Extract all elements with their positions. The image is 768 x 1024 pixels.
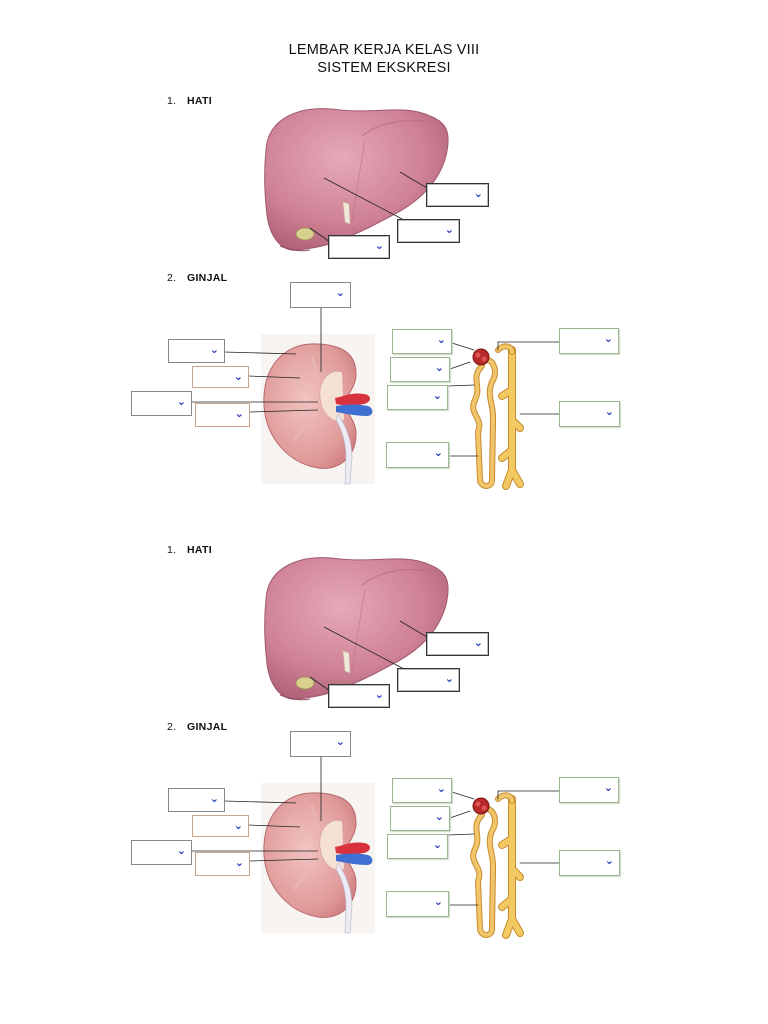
chevron-down-icon: ⌄ bbox=[209, 793, 219, 805]
chevron-down-icon: ⌄ bbox=[444, 224, 454, 236]
kidney-heading-number: 2. bbox=[167, 721, 177, 733]
worksheet-subtitle: SISTEM EKSKRESI bbox=[317, 60, 451, 76]
kidney-heading-label: GINJAL bbox=[187, 272, 228, 284]
nephron-label-dropdown-4[interactable]: ⌄ bbox=[386, 891, 449, 917]
chevron-down-icon: ⌄ bbox=[433, 447, 443, 459]
kidney-heading-label: GINJAL bbox=[187, 721, 228, 733]
chevron-down-icon: ⌄ bbox=[434, 362, 444, 374]
nephron-illustration bbox=[447, 790, 561, 939]
chevron-down-icon: ⌄ bbox=[233, 820, 243, 832]
nephron-label-dropdown-6[interactable]: ⌄ bbox=[559, 850, 620, 876]
liver-label-dropdown-3[interactable]: ⌄ bbox=[328, 684, 390, 708]
nephron-label-dropdown-5[interactable]: ⌄ bbox=[559, 777, 619, 803]
chevron-down-icon: ⌄ bbox=[436, 783, 446, 795]
chevron-down-icon: ⌄ bbox=[473, 188, 483, 200]
nephron-label-dropdown-3[interactable]: ⌄ bbox=[387, 834, 448, 859]
liver-heading-label: HATI bbox=[187, 95, 212, 107]
liver-heading-number: 1. bbox=[167, 95, 177, 107]
organ-illustrations bbox=[192, 557, 561, 939]
nephron-label-dropdown-6[interactable]: ⌄ bbox=[559, 401, 620, 427]
kidney-illustration bbox=[192, 755, 375, 934]
kidney-label-dropdown-2[interactable]: ⌄ bbox=[168, 339, 225, 363]
liver-label-dropdown-2[interactable]: ⌄ bbox=[397, 219, 460, 243]
nephron-label-dropdown-1[interactable]: ⌄ bbox=[392, 778, 452, 803]
chevron-down-icon: ⌄ bbox=[604, 855, 614, 867]
liver-heading: 1. HATI bbox=[167, 544, 212, 556]
chevron-down-icon: ⌄ bbox=[432, 390, 442, 402]
kidney-label-dropdown-3[interactable]: ⌄ bbox=[192, 366, 249, 388]
kidney-label-dropdown-1[interactable]: ⌄ bbox=[290, 282, 351, 308]
nephron-label-dropdown-1[interactable]: ⌄ bbox=[392, 329, 452, 354]
kidney-heading-number: 2. bbox=[167, 272, 177, 284]
kidney-label-dropdown-3[interactable]: ⌄ bbox=[192, 815, 249, 837]
organ-illustrations bbox=[192, 108, 561, 490]
liver-heading-number: 1. bbox=[167, 544, 177, 556]
chevron-down-icon: ⌄ bbox=[209, 344, 219, 356]
kidney-label-dropdown-4[interactable]: ⌄ bbox=[131, 391, 192, 416]
chevron-down-icon: ⌄ bbox=[434, 811, 444, 823]
nephron-label-dropdown-4[interactable]: ⌄ bbox=[386, 442, 449, 468]
chevron-down-icon: ⌄ bbox=[436, 334, 446, 346]
liver-heading-label: HATI bbox=[187, 544, 212, 556]
nephron-label-dropdown-2[interactable]: ⌄ bbox=[390, 806, 450, 831]
kidney-label-dropdown-5[interactable]: ⌄ bbox=[195, 403, 250, 427]
nephron-label-dropdown-2[interactable]: ⌄ bbox=[390, 357, 450, 382]
liver-label-dropdown-1[interactable]: ⌄ bbox=[426, 632, 489, 656]
nephron-label-dropdown-3[interactable]: ⌄ bbox=[387, 385, 448, 410]
liver-heading: 1. HATI bbox=[167, 95, 212, 107]
nephron-illustration bbox=[447, 341, 561, 490]
chevron-down-icon: ⌄ bbox=[176, 845, 186, 857]
liver-illustration bbox=[264, 557, 449, 701]
liver-label-dropdown-2[interactable]: ⌄ bbox=[397, 668, 460, 692]
chevron-down-icon: ⌄ bbox=[603, 782, 613, 794]
kidney-heading: 2. GINJAL bbox=[167, 272, 227, 284]
chevron-down-icon: ⌄ bbox=[432, 839, 442, 851]
kidney-illustration bbox=[192, 306, 375, 485]
chevron-down-icon: ⌄ bbox=[233, 371, 243, 383]
chevron-down-icon: ⌄ bbox=[234, 857, 244, 869]
chevron-down-icon: ⌄ bbox=[473, 637, 483, 649]
nephron-label-dropdown-5[interactable]: ⌄ bbox=[559, 328, 619, 354]
kidney-label-dropdown-2[interactable]: ⌄ bbox=[168, 788, 225, 812]
liver-illustration bbox=[264, 108, 449, 252]
chevron-down-icon: ⌄ bbox=[604, 406, 614, 418]
chevron-down-icon: ⌄ bbox=[234, 408, 244, 420]
worksheet-title: LEMBAR KERJA KELAS VIII bbox=[288, 42, 480, 58]
chevron-down-icon: ⌄ bbox=[335, 736, 345, 748]
chevron-down-icon: ⌄ bbox=[374, 240, 384, 252]
chevron-down-icon: ⌄ bbox=[444, 673, 454, 685]
kidney-label-dropdown-1[interactable]: ⌄ bbox=[290, 731, 351, 757]
chevron-down-icon: ⌄ bbox=[433, 896, 443, 908]
worksheet-section-2: 1. HATI 2. GINJAL bbox=[0, 449, 768, 1024]
kidney-heading: 2. GINJAL bbox=[167, 721, 227, 733]
chevron-down-icon: ⌄ bbox=[176, 396, 186, 408]
kidney-label-dropdown-4[interactable]: ⌄ bbox=[131, 840, 192, 865]
liver-label-dropdown-3[interactable]: ⌄ bbox=[328, 235, 390, 259]
chevron-down-icon: ⌄ bbox=[335, 287, 345, 299]
liver-label-dropdown-1[interactable]: ⌄ bbox=[426, 183, 489, 207]
chevron-down-icon: ⌄ bbox=[374, 689, 384, 701]
chevron-down-icon: ⌄ bbox=[603, 333, 613, 345]
kidney-label-dropdown-5[interactable]: ⌄ bbox=[195, 852, 250, 876]
